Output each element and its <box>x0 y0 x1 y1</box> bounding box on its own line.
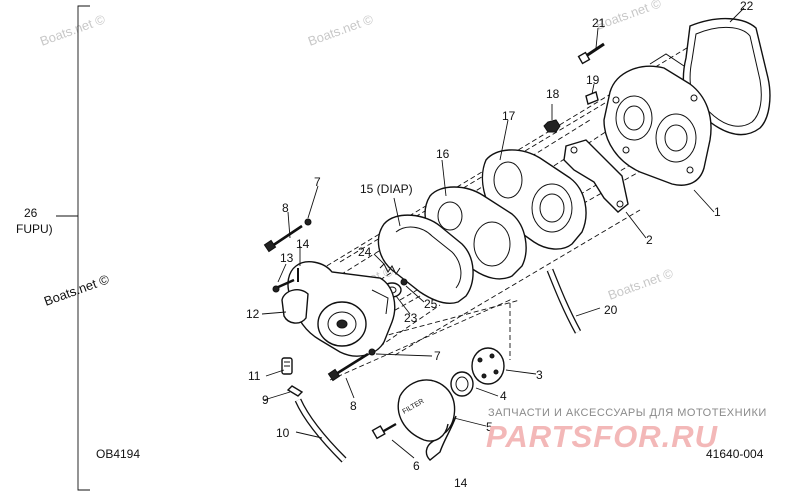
filter-cover-5 <box>397 379 457 461</box>
nut-18 <box>543 119 561 133</box>
callout-3: 3 <box>536 368 543 382</box>
callout-8-lower: 8 <box>350 399 357 413</box>
callouts: 1 2 3 4 5 6 7 7 8 8 9 10 11 12 13 14 15 … <box>246 0 754 473</box>
screw-21 <box>577 42 605 65</box>
callout-14: 14 <box>296 237 310 251</box>
plate-2 <box>563 139 629 213</box>
callout-7-lower: 7 <box>434 349 441 363</box>
callout-5: 5 <box>486 420 493 434</box>
drawing-ref: OB4194 <box>96 447 140 461</box>
leader-lines <box>261 7 745 459</box>
callout-8-upper: 8 <box>282 201 289 215</box>
callout-4: 4 <box>500 389 507 403</box>
spring-24 <box>379 263 401 275</box>
callout-22: 22 <box>740 0 754 13</box>
hose-10 <box>294 398 347 463</box>
callout-15: 15 (DIAP) <box>360 182 413 196</box>
callout-18: 18 <box>546 87 560 101</box>
figure-code: 41640-004 <box>706 447 764 461</box>
assembly-bracket <box>56 5 90 491</box>
screw-6 <box>371 422 397 440</box>
clip-9 <box>286 385 304 397</box>
callout-11: 11 <box>248 369 261 383</box>
callout-23: 23 <box>404 311 418 325</box>
callout-7-upper: 7 <box>314 175 321 189</box>
o-ring-4 <box>450 371 474 397</box>
fitting-11 <box>281 357 293 375</box>
callout-12: 12 <box>246 307 260 321</box>
watermark: Boats.net © <box>306 11 376 49</box>
bolt-8-lower <box>327 352 369 382</box>
diaphragm-15 <box>377 214 474 304</box>
shop-logo: PARTSFOR.RU <box>486 419 719 454</box>
watermark: Boats.net © <box>606 265 676 303</box>
callout-2: 2 <box>646 233 653 247</box>
callout-25: 25 <box>424 297 438 311</box>
callout-10: 10 <box>276 426 290 440</box>
washer-7-lower <box>368 348 376 356</box>
bolt-8-upper <box>263 224 303 253</box>
callout-16: 16 <box>436 147 450 161</box>
callout-1: 1 <box>714 205 721 219</box>
callout-21: 21 <box>592 16 606 30</box>
pump-base-12 <box>281 261 396 357</box>
clip-19 <box>585 91 599 105</box>
bottom-callout-14: 14 <box>454 476 468 490</box>
callout-24: 24 <box>358 245 372 259</box>
shop-banner: ЗАПЧАСТИ И АКСЕССУАРЫ ДЛЯ МОТОТЕХНИКИ <box>488 407 767 419</box>
watermark: Boats.net © <box>38 11 108 49</box>
washer-7-upper <box>304 218 312 226</box>
assembly-name: FUPU) <box>16 222 53 236</box>
pump-body-1 <box>603 53 712 186</box>
assembly-number: 26 <box>24 206 38 220</box>
callout-19: 19 <box>586 73 600 87</box>
callout-6: 6 <box>413 459 420 473</box>
callout-9: 9 <box>262 393 269 407</box>
callout-20: 20 <box>604 303 618 317</box>
callout-13: 13 <box>280 251 294 265</box>
valve-plate-3 <box>471 347 505 385</box>
watermark-boats: Boats.net © <box>42 271 112 309</box>
hose-20 <box>546 268 582 334</box>
callout-17: 17 <box>502 109 516 123</box>
bolt-13 <box>272 278 295 293</box>
valve-25 <box>400 278 408 286</box>
